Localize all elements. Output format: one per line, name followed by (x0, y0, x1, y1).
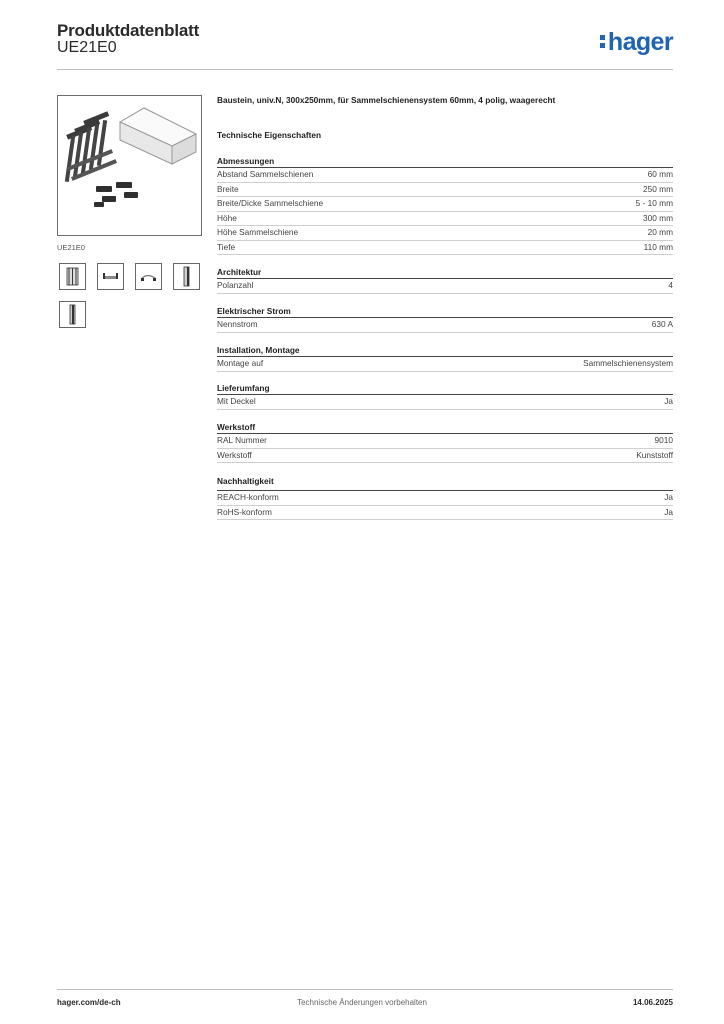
spec-value: 110 mm (643, 241, 673, 252)
section-divider (217, 356, 673, 357)
spec-label: Breite (217, 183, 239, 194)
product-illustration (64, 107, 198, 207)
section-title: Werkstoff (217, 422, 256, 432)
section-divider (217, 167, 673, 168)
section-title: Installation, Montage (217, 345, 300, 355)
spec-value: Ja (664, 492, 673, 502)
spec-label: Werkstoff (217, 449, 252, 460)
spec-row: Breite 250 mm (217, 183, 673, 197)
spec-label: Mit Deckel (217, 396, 256, 406)
hager-logo[interactable]: hager (599, 28, 674, 57)
spec-row: Höhe 300 mm (217, 212, 673, 226)
section-title: Lieferumfang (217, 383, 270, 393)
spec-row: Werkstoff Kunststoff (217, 449, 673, 463)
spec-value: 630 A (651, 319, 673, 329)
header-divider (57, 69, 673, 70)
spec-row: Polanzahl 4 (217, 279, 673, 294)
footer-divider (57, 989, 673, 990)
footer-notice: Technische Änderungen vorbehalten (297, 998, 427, 1007)
spec-row: REACH-konform Ja (217, 491, 673, 506)
logo-colon-icon (599, 31, 606, 51)
spec-label: Nennstrom (217, 319, 258, 329)
section-title: Abmessungen (217, 156, 275, 166)
spec-value: Ja (664, 506, 673, 517)
thumbnail-rails-icon (66, 267, 79, 286)
section-title: Elektrischer Strom (217, 306, 291, 316)
product-image[interactable] (57, 95, 202, 236)
spec-row: Nennstrom 630 A (217, 318, 673, 333)
spec-row: Mit Deckel Ja (217, 395, 673, 410)
thumbnail-3[interactable] (135, 263, 162, 290)
spec-label: Montage auf (217, 358, 264, 368)
section-divider (217, 433, 673, 434)
image-caption: UE21E0 (57, 243, 85, 252)
spec-label: Tiefe (217, 241, 236, 252)
spec-value: 9010 (654, 435, 673, 445)
spec-value: Ja (664, 396, 673, 406)
thumbnail-4[interactable] (173, 263, 200, 290)
spec-value: 5 - 10 mm (635, 198, 673, 208)
spec-label: Höhe Sammelschiene (217, 227, 299, 237)
spec-label: Polanzahl (217, 280, 254, 290)
spec-row: RAL Nummer 9010 (217, 434, 673, 449)
thumbnail-cover-icon (69, 304, 76, 325)
spec-row: Montage auf Sammelschienensystem (217, 357, 673, 372)
logo-text: hager (607, 28, 674, 56)
spec-label: RoHS-konform (217, 506, 272, 517)
spec-label: Breite/Dicke Sammelschiene (217, 198, 324, 208)
footer-website-link[interactable]: hager.com/de-ch (57, 998, 121, 1007)
spec-label: RAL Nummer (217, 435, 267, 445)
spec-row: Tiefe 110 mm (217, 241, 673, 255)
spec-value: Sammelschienensystem (583, 358, 673, 368)
section-title: Architektur (217, 267, 262, 277)
section-divider (217, 394, 673, 395)
section-title: Nachhaltigkeit (217, 476, 274, 486)
spec-label: REACH-konform (217, 492, 279, 502)
product-description: Baustein, univ.N, 300x250mm, für Sammels… (217, 95, 556, 105)
thumbnail-1[interactable] (59, 263, 86, 290)
section-divider (217, 278, 673, 279)
thumbnail-2[interactable] (97, 263, 124, 290)
section-divider (217, 317, 673, 318)
product-code: UE21E0 (57, 39, 117, 56)
thumbnail-5[interactable] (59, 301, 86, 328)
thumbnail-clip-icon (140, 274, 157, 281)
page-header: Produktdatenblatt UE21E0 hager (57, 20, 674, 70)
spec-label: Höhe (217, 212, 237, 223)
spec-value: 300 mm (643, 212, 673, 223)
section-divider (217, 490, 673, 491)
thumbnail-side-view-icon (103, 273, 118, 279)
spec-value: 20 mm (647, 227, 673, 237)
spec-row: Breite/Dicke Sammelschiene 5 - 10 mm (217, 197, 673, 212)
tech-properties-heading: Technische Eigenschaften (217, 130, 322, 140)
spec-label: Abstand Sammelschienen (217, 169, 314, 179)
spec-row: Höhe Sammelschiene 20 mm (217, 226, 673, 241)
spec-row: Abstand Sammelschienen 60 mm (217, 168, 673, 183)
footer-date: 14.06.2025 (632, 998, 673, 1007)
spec-value: 4 (668, 280, 673, 290)
spec-value: 250 mm (643, 183, 673, 194)
spec-value: 60 mm (647, 169, 673, 179)
spec-value: Kunststoff (636, 449, 673, 460)
document-title: Produktdatenblatt (57, 21, 200, 40)
thumbnail-profile-icon (183, 266, 190, 287)
spec-row: RoHS-konform Ja (217, 506, 673, 520)
